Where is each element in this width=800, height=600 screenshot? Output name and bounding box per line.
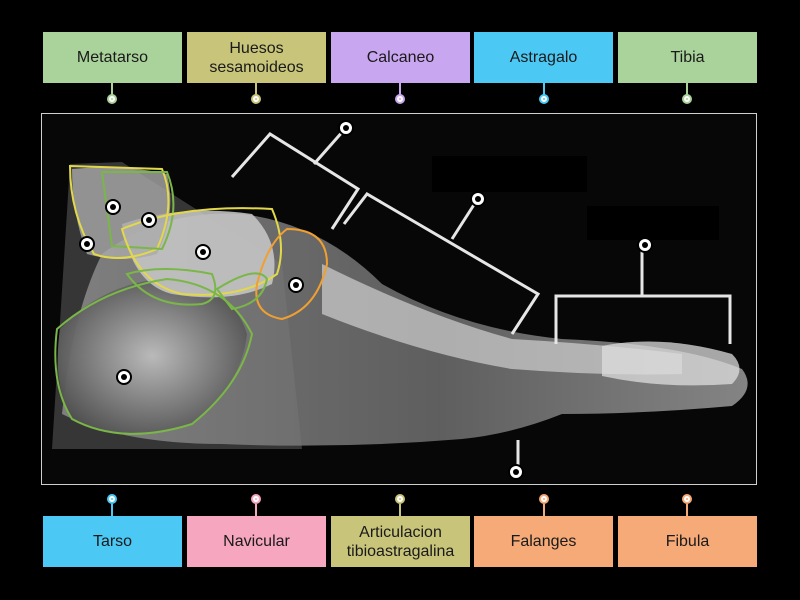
label-fibula[interactable]: Fibula [618,516,757,567]
drop-target-point-5[interactable] [288,277,304,293]
label-tarso[interactable]: Tarso [43,516,182,567]
label-pin-icon [682,494,692,504]
drop-target-point-1[interactable] [105,199,121,215]
drop-target-calcaneo-bracket[interactable] [338,120,354,136]
label-calcaneo[interactable]: Calcaneo [331,32,470,83]
label-stem [686,504,688,516]
foot-xray-image [41,113,757,485]
drop-target-point-3[interactable] [79,236,95,252]
label-pin-icon [539,494,549,504]
label-pin-icon [539,94,549,104]
label-stem [543,83,545,95]
label-pin-icon [395,94,405,104]
label-stem [399,504,401,516]
label-stem [255,83,257,95]
label-navicular[interactable]: Navicular [187,516,326,567]
drop-target-tibia-bracket[interactable] [637,237,653,253]
label-pin-icon [682,94,692,104]
label-pin-icon [395,494,405,504]
drop-target-point-7[interactable] [508,464,524,480]
label-pin-icon [251,494,261,504]
label-astragalo[interactable]: Astragalo [474,32,613,83]
label-pin-icon [107,94,117,104]
label-huesos-sesamoideos[interactable]: Huesos sesamoideos [187,32,326,83]
drop-target-astragalo-bracket[interactable] [470,191,486,207]
label-stem [686,83,688,95]
label-stem [399,83,401,95]
label-stem [255,504,257,516]
label-falanges[interactable]: Falanges [474,516,613,567]
label-stem [111,504,113,516]
xray-illustration [42,114,756,484]
label-stem [111,83,113,95]
label-pin-icon [107,494,117,504]
drop-target-point-2[interactable] [141,212,157,228]
label-stem [543,504,545,516]
label-tibia[interactable]: Tibia [618,32,757,83]
label-metatarso[interactable]: Metatarso [43,32,182,83]
drop-target-point-4[interactable] [195,244,211,260]
drop-target-point-6[interactable] [116,369,132,385]
label-articulacion-tibioastragalina[interactable]: Articulacion tibioastragalina [331,516,470,567]
label-pin-icon [251,94,261,104]
